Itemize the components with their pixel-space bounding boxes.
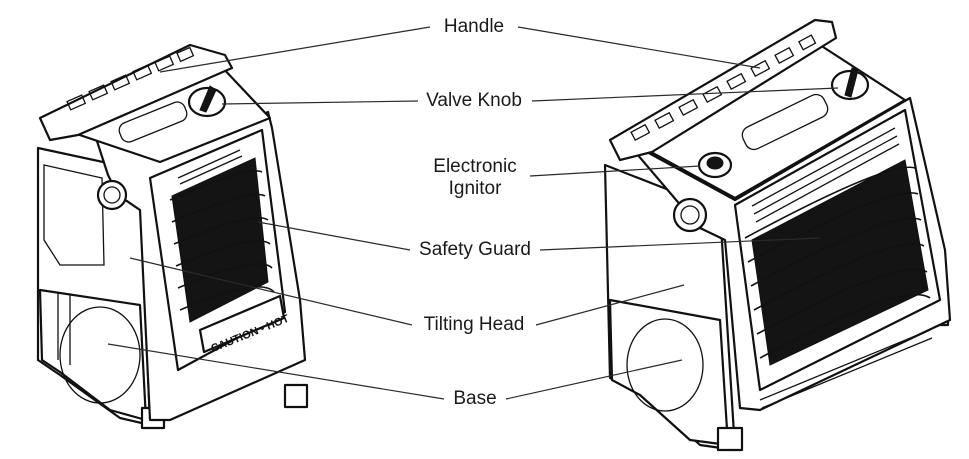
left-safety-guard — [169, 170, 275, 311]
label-electronic-ignitor-line2: Ignitor — [448, 178, 502, 199]
left-heater: CAUTION - HOT — [36, 43, 309, 430]
right-safety-guard — [744, 166, 931, 359]
label-tilting-head: Tilting Head — [412, 314, 536, 336]
leader-lines — [107, 26, 839, 400]
label-valve-knob: Valve Knob — [418, 90, 530, 112]
left-handle — [38, 43, 234, 142]
right-heater — [603, 18, 952, 452]
label-electronic-ignitor-line1: Electronic — [433, 156, 517, 177]
label-handle: Handle — [432, 16, 516, 38]
right-electronic-ignitor — [697, 151, 733, 179]
label-safety-guard: Safety Guard — [410, 239, 540, 261]
label-base: Base — [444, 388, 506, 410]
label-electronic-ignitor: Electronic Ignitor — [420, 156, 530, 200]
